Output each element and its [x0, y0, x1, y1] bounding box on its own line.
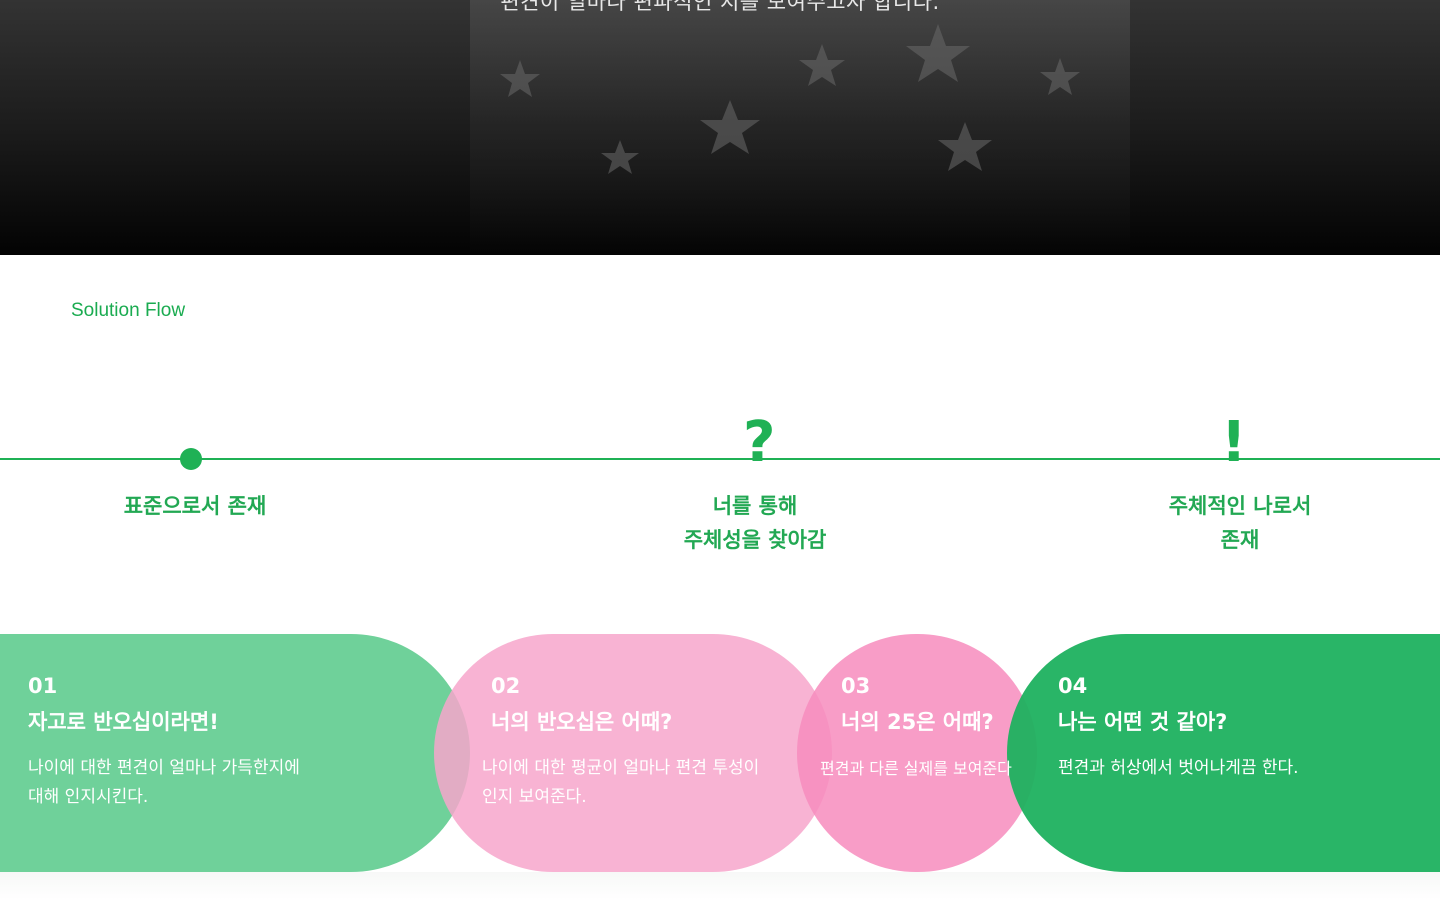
- card-title-3: 너의 25은 어때?: [841, 710, 994, 734]
- card-title-4: 나는 어떤 것 같아?: [1058, 710, 1228, 734]
- flow-step-title-3: 주체적인 나로서 존재: [1168, 494, 1312, 552]
- hero-background-figure: [470, 0, 1130, 255]
- step-card-3: [797, 634, 1037, 872]
- step-card-1: [0, 634, 470, 872]
- card-desc-2: 나이에 대한 평균이 얼마나 편견 투성이 인지 보여준다.: [482, 758, 760, 807]
- card-number-1: 01: [28, 674, 58, 698]
- hero-caption: 편견이 얼마나 편파적인 지를 보여주고자 합니다.: [500, 0, 940, 14]
- flow-step-title-1: 표준으로서 존재: [123, 494, 267, 518]
- card-desc-4: 편견과 허상에서 벗어나게끔 한다.: [1058, 758, 1299, 778]
- card-title-2: 너의 반오십은 어때?: [491, 710, 673, 734]
- flow-timeline-line: [0, 458, 1440, 460]
- card-desc-1: 나이에 대한 편견이 얼마나 가득한지에 대해 인지시킨다.: [28, 758, 300, 807]
- question-mark-icon: ?: [743, 410, 776, 475]
- exclamation-mark-icon: !: [1221, 410, 1247, 475]
- card-number-4: 04: [1058, 674, 1088, 698]
- card-number-3: 03: [841, 674, 871, 698]
- bottom-fade: [0, 872, 1440, 900]
- card-title-1: 자고로 반오십이라면!: [28, 710, 219, 734]
- hero-star-pattern: [500, 24, 1080, 174]
- section-label: Solution Flow: [71, 300, 186, 321]
- step-card-2: [434, 634, 832, 872]
- step-card-4: [1007, 634, 1440, 872]
- flow-step-dot: [180, 448, 202, 470]
- hero-banner: 편견이 얼마나 편파적인 지를 보여주고자 합니다.: [0, 0, 1440, 255]
- card-desc-3: 편견과 다른 실제를 보여준다: [820, 759, 1012, 778]
- card-number-2: 02: [491, 674, 521, 698]
- flow-step-title-2: 너를 통해 주체성을 찾아감: [683, 494, 827, 552]
